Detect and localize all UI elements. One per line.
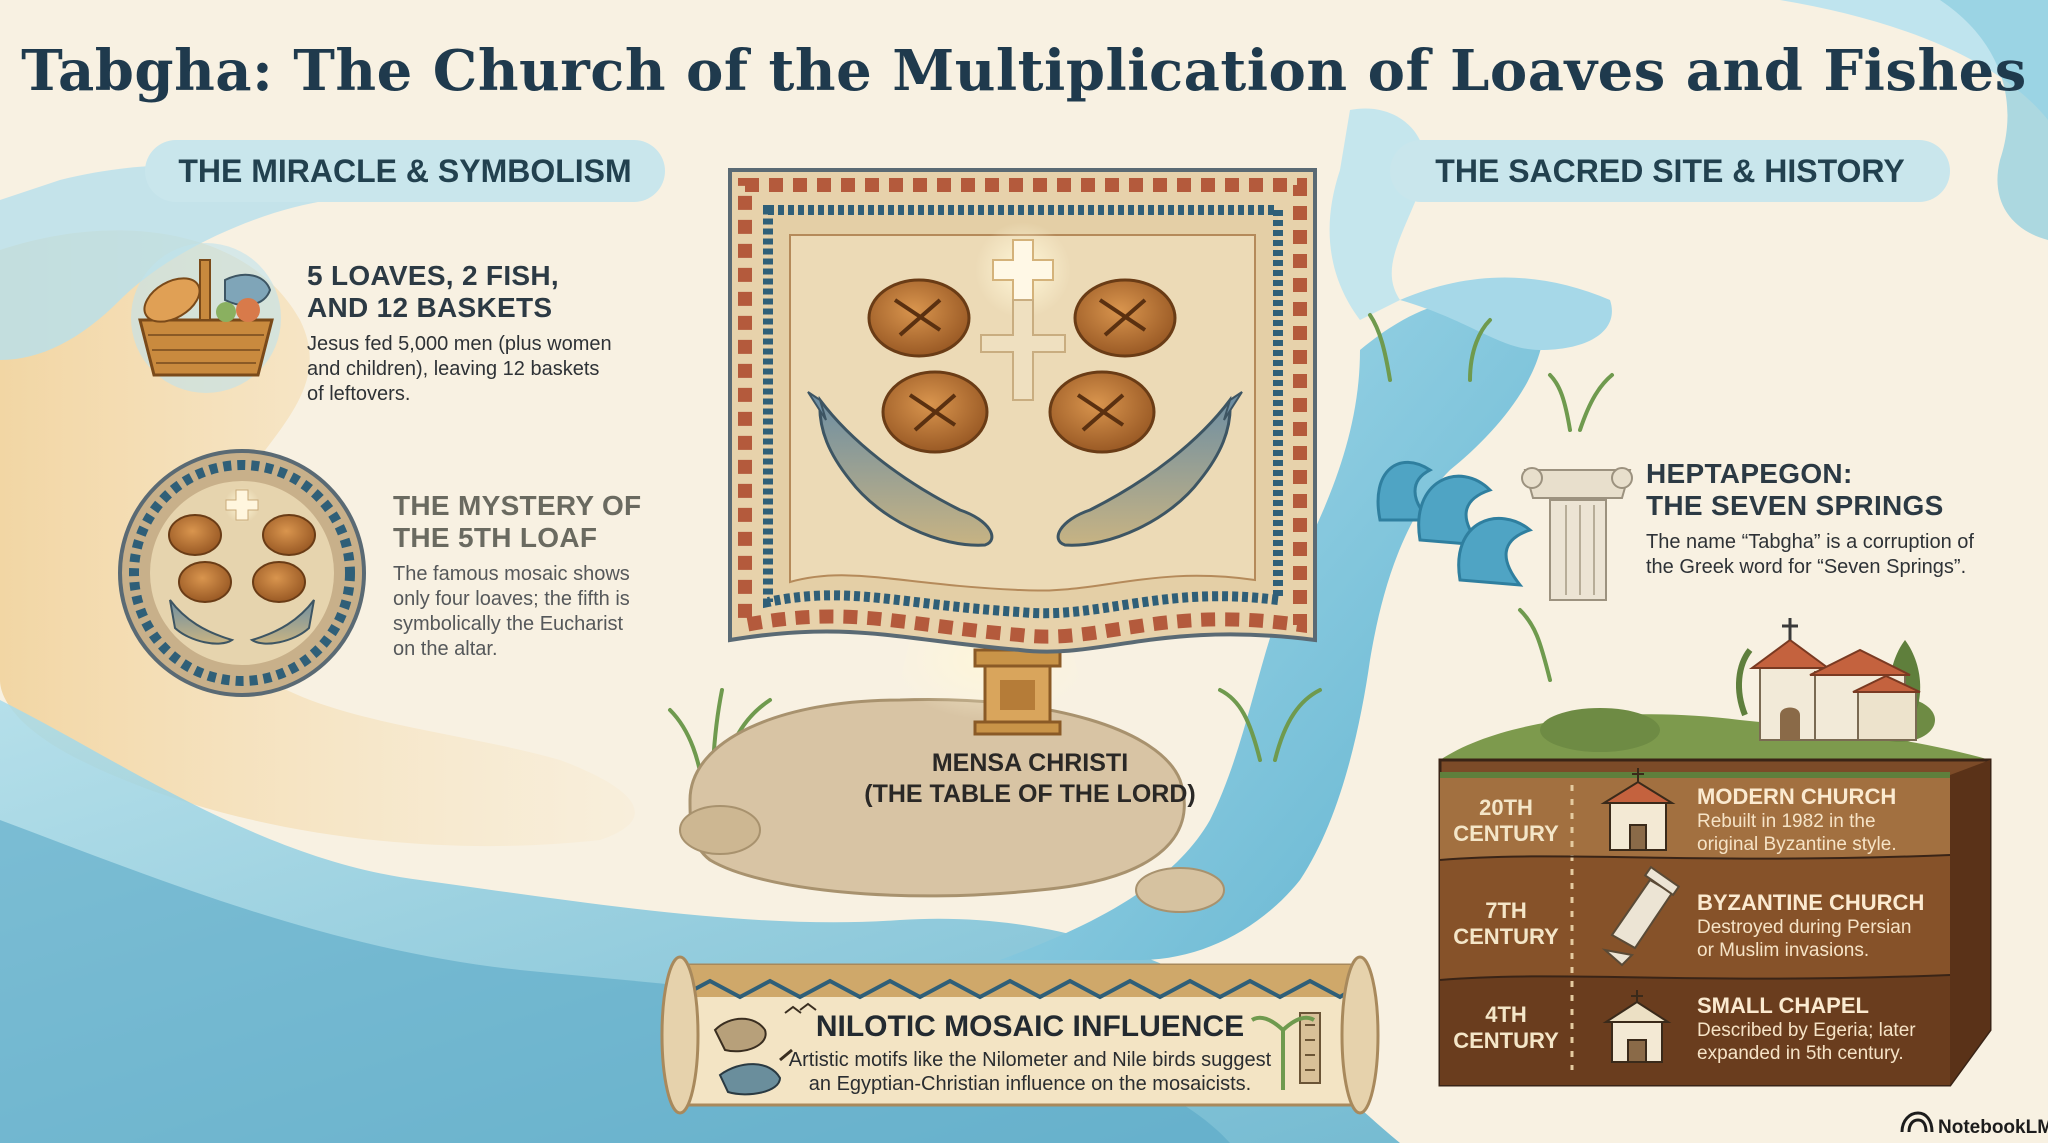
main-mosaic-panel [728,168,1317,654]
era-label-line1: 20TH [1479,795,1533,820]
church-icon [1600,768,1676,851]
fifth-loaf-desc-line4: on the altar. [393,638,498,660]
broken-column-icon [1601,865,1681,967]
timeline-entry-title: BYZANTINE CHURCH [1697,890,1925,915]
ionic-column [1521,467,1633,601]
wave-cluster [1376,460,1534,587]
miracle-item-desc-line3: of leftovers. [307,383,411,405]
left-section-header: THE MIRACLE & SYMBOLISM [145,140,665,202]
fifth-loaf-desc-line1: The famous mosaic shows [393,563,630,585]
nilotic-scroll-desc-line1: Artistic motifs like the Nilometer and N… [788,1049,1272,1071]
timeline-entry-small-chapel: SMALL CHAPEL Described by Egeria; later … [1697,993,1957,1065]
fifth-loaf-desc-line2: only four loaves; the fifth is [393,588,630,610]
timeline-era-20th: 20TH CENTURY [1445,795,1567,847]
heptapegon-title-line2: THE SEVEN SPRINGS [1646,490,1944,521]
era-label-line2: CENTURY [1453,1028,1559,1053]
fifth-loaf-title-line2: THE 5TH LOAF [393,522,598,553]
timeline-era-7th: 7TH CENTURY [1445,898,1567,950]
timeline-entry-desc-line1: Described by Egeria; later [1697,1020,1916,1041]
timeline-entry-modern-church: MODERN CHURCH Rebuilt in 1982 in the ori… [1697,784,1957,856]
mensa-christi-line2: (THE TABLE OF THE LORD) [864,780,1196,808]
timeline-entry-title: MODERN CHURCH [1697,784,1897,809]
right-section-header: THE SACRED SITE & HISTORY [1390,140,1950,202]
miracle-item-title-line1: 5 LOAVES, 2 FISH, [307,260,559,291]
brand-label: NotebookLM [1938,1117,2048,1138]
mensa-christi-rock [679,698,1225,913]
altar [973,648,1062,736]
timeline-entry-byzantine-church: BYZANTINE CHURCH Destroyed during Persia… [1697,890,1957,962]
round-mosaic-icon [118,449,366,697]
timeline-entry-title: SMALL CHAPEL [1697,993,1869,1018]
era-label-line2: CENTURY [1453,821,1559,846]
mensa-christi-line1: MENSA CHRISTI [931,749,1129,777]
bread-basket-icon [131,243,281,393]
page-title: Tabgha: The Church of the Multiplication… [21,38,2027,104]
left-section-header-label: THE MIRACLE & SYMBOLISM [178,153,632,189]
timeline-entry-desc-line2: or Muslim invasions. [1697,940,1870,961]
timeline-entry-desc-line2: expanded in 5th century. [1697,1043,1904,1064]
miracle-item-title-line2: AND 12 BASKETS [307,292,553,323]
miracle-item-desc-line1: Jesus fed 5,000 men (plus women [307,333,612,355]
notebooklm-logo-icon [1900,1111,1934,1133]
timeline-entry-desc-line1: Rebuilt in 1982 in the [1697,811,1876,832]
heptapegon-title-line1: HEPTAPEGON: [1646,458,1853,489]
nilotic-scroll-desc-line2: an Egyptian-Christian influence on the m… [808,1073,1252,1095]
miracle-item: 5 LOAVES, 2 FISH, AND 12 BASKETS Jesus f… [307,260,667,407]
nilotic-scroll-text: NILOTIC MOSAIC INFLUENCE Artistic motifs… [760,1010,1300,1096]
fifth-loaf-item: THE MYSTERY OF THE 5TH LOAF The famous m… [393,490,683,662]
heptapegon-desc-line1: The name “Tabgha” is a corruption of [1646,531,1974,553]
timeline-entry-desc-line1: Destroyed during Persian [1697,917,1912,938]
era-label-line1: 7TH [1485,898,1527,923]
scroll-banner [660,955,1380,1115]
timeline-era-4th: 4TH CENTURY [1445,1002,1567,1054]
heptapegon-item: HEPTAPEGON: THE SEVEN SPRINGS The name “… [1646,458,2036,580]
nilotic-scroll-title: NILOTIC MOSAIC INFLUENCE [815,1010,1245,1043]
timeline-strata [1438,758,1992,1087]
miracle-item-desc-line2: and children), leaving 12 baskets [307,358,600,380]
right-section-header-label: THE SACRED SITE & HISTORY [1435,153,1905,189]
fifth-loaf-title-line1: THE MYSTERY OF [393,490,642,521]
timeline-entry-desc-line2: original Byzantine style. [1697,834,1897,855]
fifth-loaf-desc-line3: symbolically the Eucharist [393,613,624,635]
heptapegon-desc-line2: the Greek word for “Seven Springs”. [1646,556,1967,578]
mensa-christi-label: MENSA CHRISTI (THE TABLE OF THE LORD) [810,748,1250,810]
era-label-line1: 4TH [1485,1002,1527,1027]
era-label-line2: CENTURY [1453,924,1559,949]
chapel-icon [1602,990,1672,1063]
left-sand-swirl [0,230,635,847]
